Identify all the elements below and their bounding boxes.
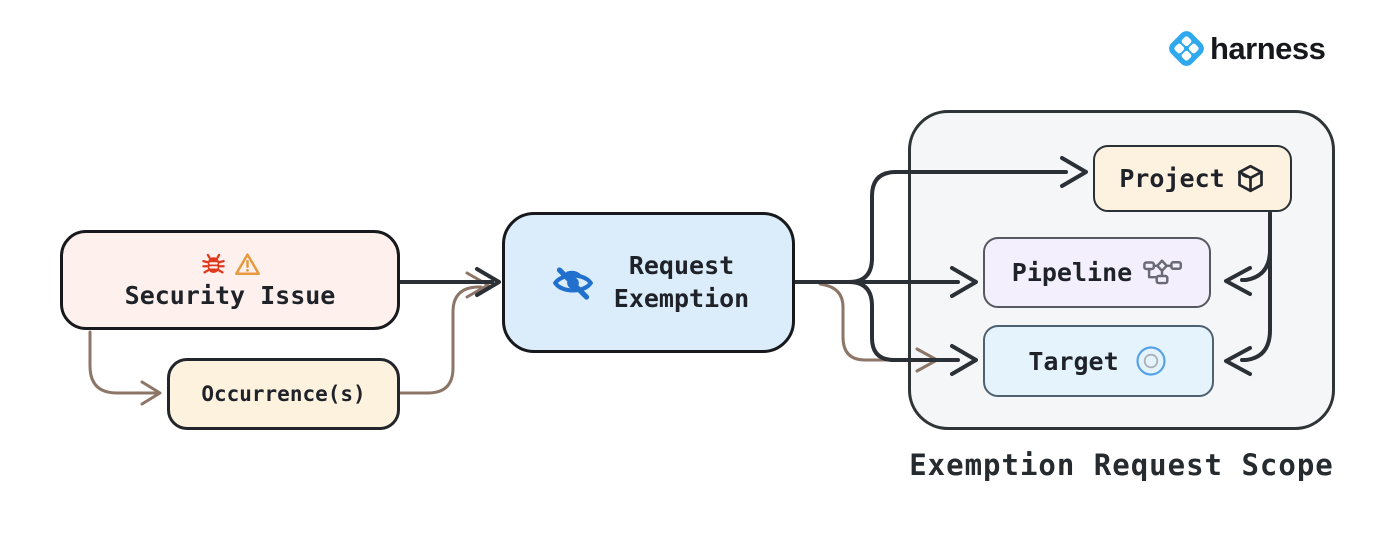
edge-security-to-request (398, 267, 501, 297)
node-target: Target (983, 325, 1214, 397)
node-occurrences: Occurrence(s) (167, 358, 400, 430)
security-issue-icons (200, 251, 261, 278)
node-security-issue: Security Issue (60, 230, 400, 330)
eye-off-icon (548, 258, 598, 308)
edge-security-to-occurrence (88, 330, 162, 406)
pipeline-flow-icon (1142, 259, 1183, 286)
scope-caption: Exemption Request Scope (909, 448, 1334, 482)
target-label: Target (1028, 346, 1119, 376)
harness-wordmark: harness (1210, 30, 1326, 66)
node-pipeline: Pipeline (983, 237, 1211, 308)
target-circles-icon (1133, 343, 1169, 379)
occurrences-label: Occurrence(s) (201, 382, 366, 406)
node-project: Project (1093, 145, 1292, 212)
package-cube-icon (1235, 163, 1266, 194)
edge-occurrence-to-request (398, 271, 490, 395)
bug-icon (200, 251, 227, 278)
node-request-exemption: Request Exemption (502, 212, 795, 353)
pipeline-label: Pipeline (1011, 258, 1133, 287)
harness-logo: harness (1166, 28, 1326, 69)
request-exemption-label: Request Exemption (613, 251, 750, 313)
harness-logo-icon (1166, 28, 1207, 69)
project-label: Project (1119, 164, 1225, 193)
security-issue-label: Security Issue (124, 280, 336, 310)
warning-triangle-icon (234, 251, 261, 278)
